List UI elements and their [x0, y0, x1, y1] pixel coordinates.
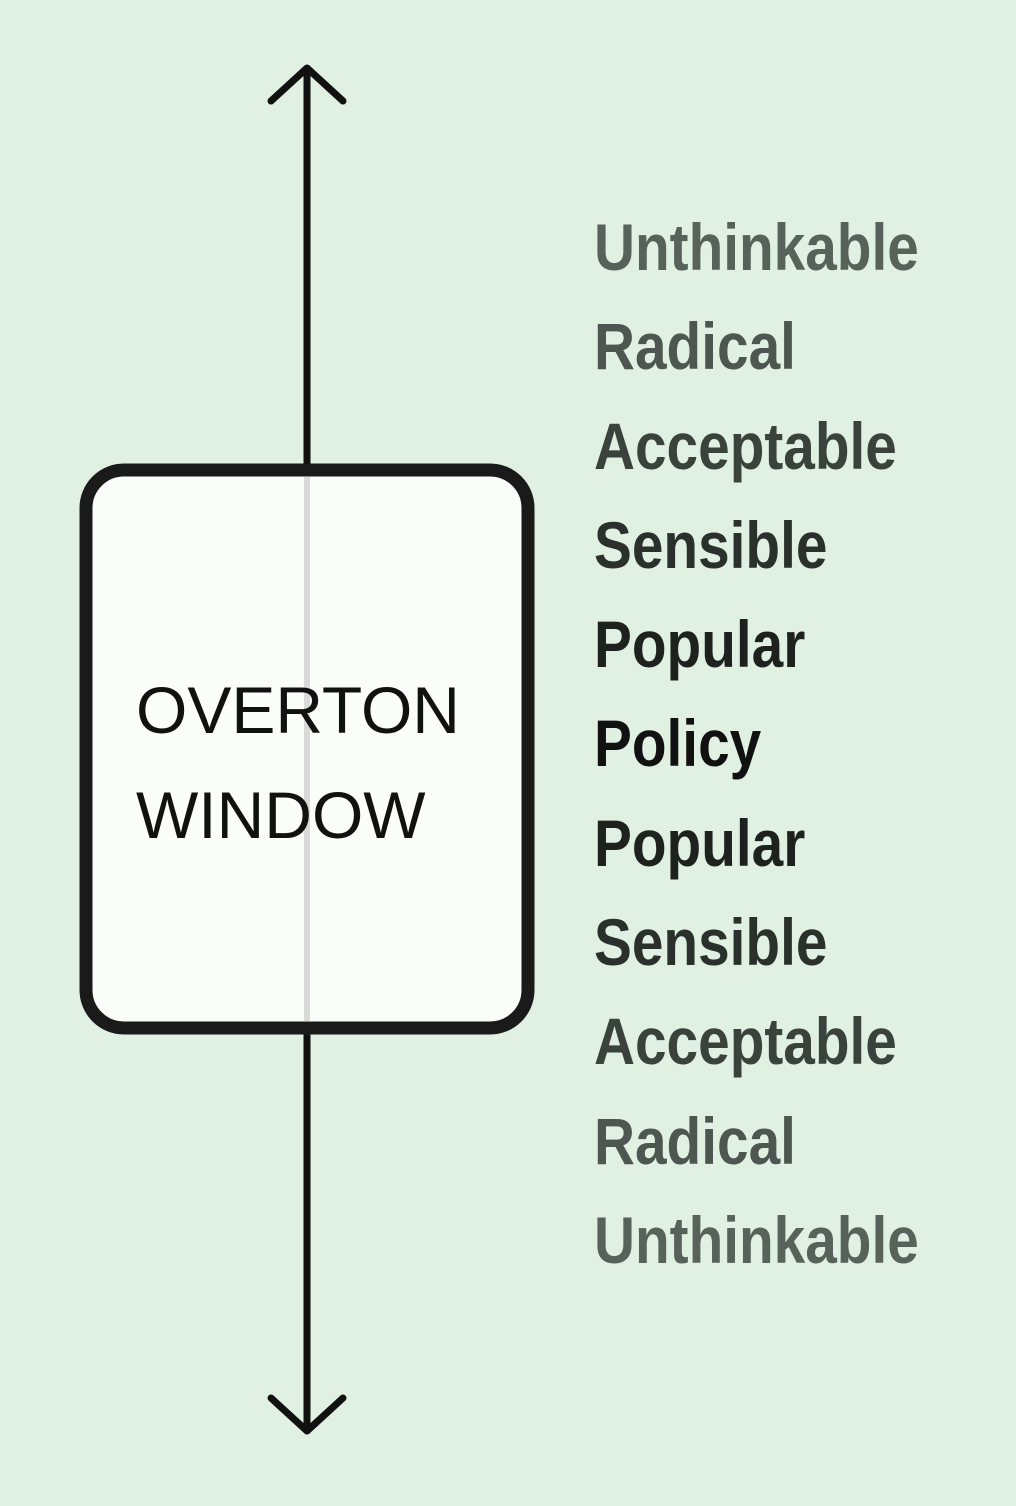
overton-window-label: OVERTON WINDOW [136, 658, 516, 868]
level-unthinkable-top: Unthinkable [594, 210, 919, 284]
level-policy: Policy [594, 706, 762, 781]
spectrum-list: Unthinkable Radical Acceptable Sensible … [594, 198, 919, 1290]
window-label-line2: WINDOW [136, 778, 426, 852]
level-unthinkable-bottom: Unthinkable [594, 1202, 919, 1277]
level-sensible-bottom: Sensible [594, 905, 828, 980]
window-label-line1: OVERTON [136, 673, 460, 747]
level-popular-bottom: Popular [594, 805, 806, 880]
level-popular-top: Popular [594, 607, 806, 682]
arrow-down-icon [267, 1394, 347, 1435]
level-sensible-top: Sensible [594, 507, 828, 582]
level-radical-top: Radical [594, 309, 796, 384]
arrow-up-icon [267, 64, 347, 105]
level-acceptable-bottom: Acceptable [594, 1004, 897, 1079]
level-acceptable-top: Acceptable [594, 408, 897, 483]
level-radical-bottom: Radical [594, 1103, 796, 1178]
